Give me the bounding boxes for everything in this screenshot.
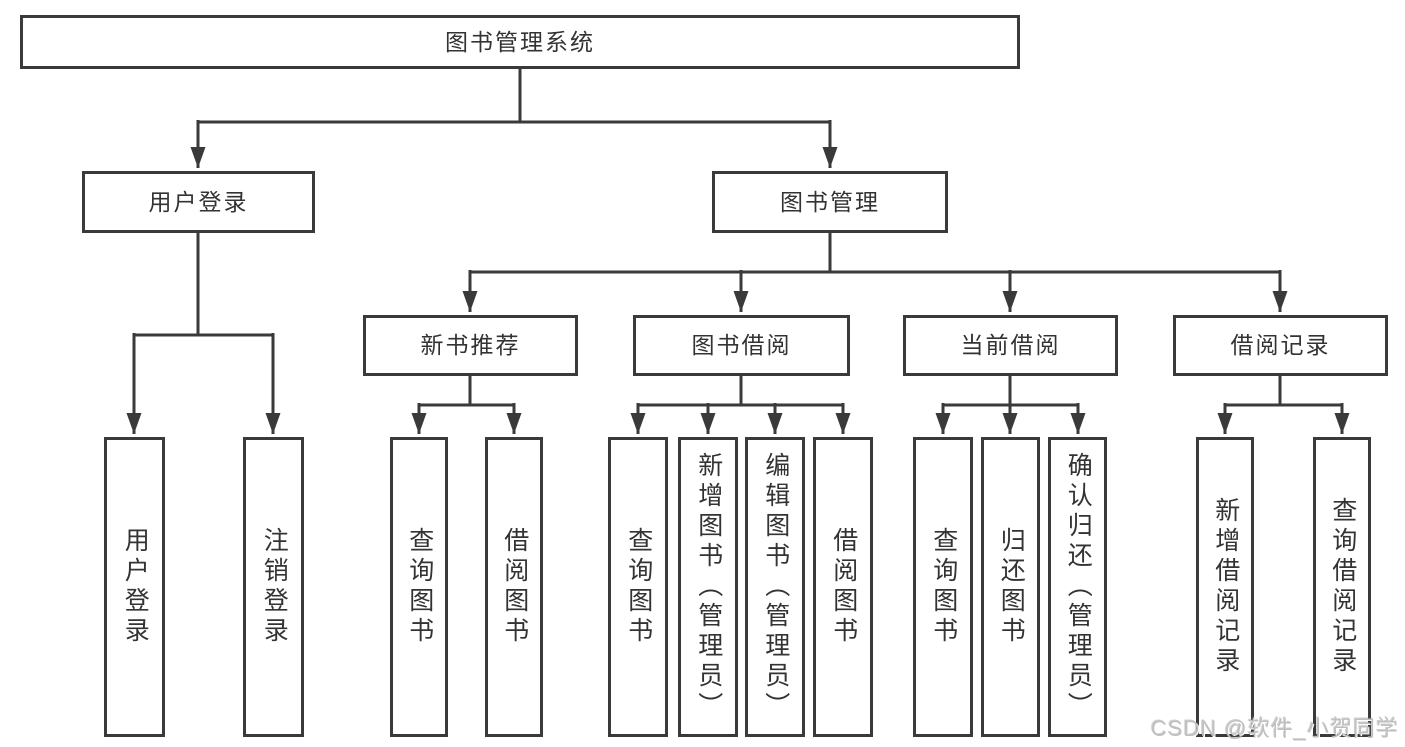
node-cb-query-books: 查询图书: [913, 437, 973, 737]
node-book-borrow: 图书借阅: [633, 315, 850, 376]
node-bb-query-books: 查询图书: [608, 437, 668, 737]
node-book-management: 图书管理: [712, 171, 948, 233]
node-bb-edit-books: 编辑图书（管理员）: [745, 437, 805, 737]
node-user-login: 用户登录: [82, 171, 315, 233]
node-bb-add-books: 新增图书（管理员）: [678, 437, 738, 737]
node-nb-borrow-books: 借阅图书: [485, 437, 543, 737]
node-new-book-recommend: 新书推荐: [363, 315, 578, 376]
node-cb-confirm-return: 确认归还（管理员）: [1048, 437, 1107, 737]
node-br-add-record: 新增借阅记录: [1196, 437, 1254, 737]
node-cb-return-books: 归还图书: [981, 437, 1040, 737]
node-nb-query-books: 查询图书: [390, 437, 448, 737]
node-current-borrow: 当前借阅: [903, 315, 1118, 376]
node-borrow-records: 借阅记录: [1173, 315, 1388, 376]
node-user-login-leaf: 用户登录: [104, 437, 165, 737]
node-bb-borrow-books: 借阅图书: [813, 437, 873, 737]
node-logout-leaf: 注销登录: [243, 437, 304, 737]
node-br-query-record: 查询借阅记录: [1313, 437, 1371, 737]
csdn-watermark: CSDN @软件_小贺同学: [1150, 716, 1399, 741]
node-root: 图书管理系统: [20, 15, 1020, 69]
